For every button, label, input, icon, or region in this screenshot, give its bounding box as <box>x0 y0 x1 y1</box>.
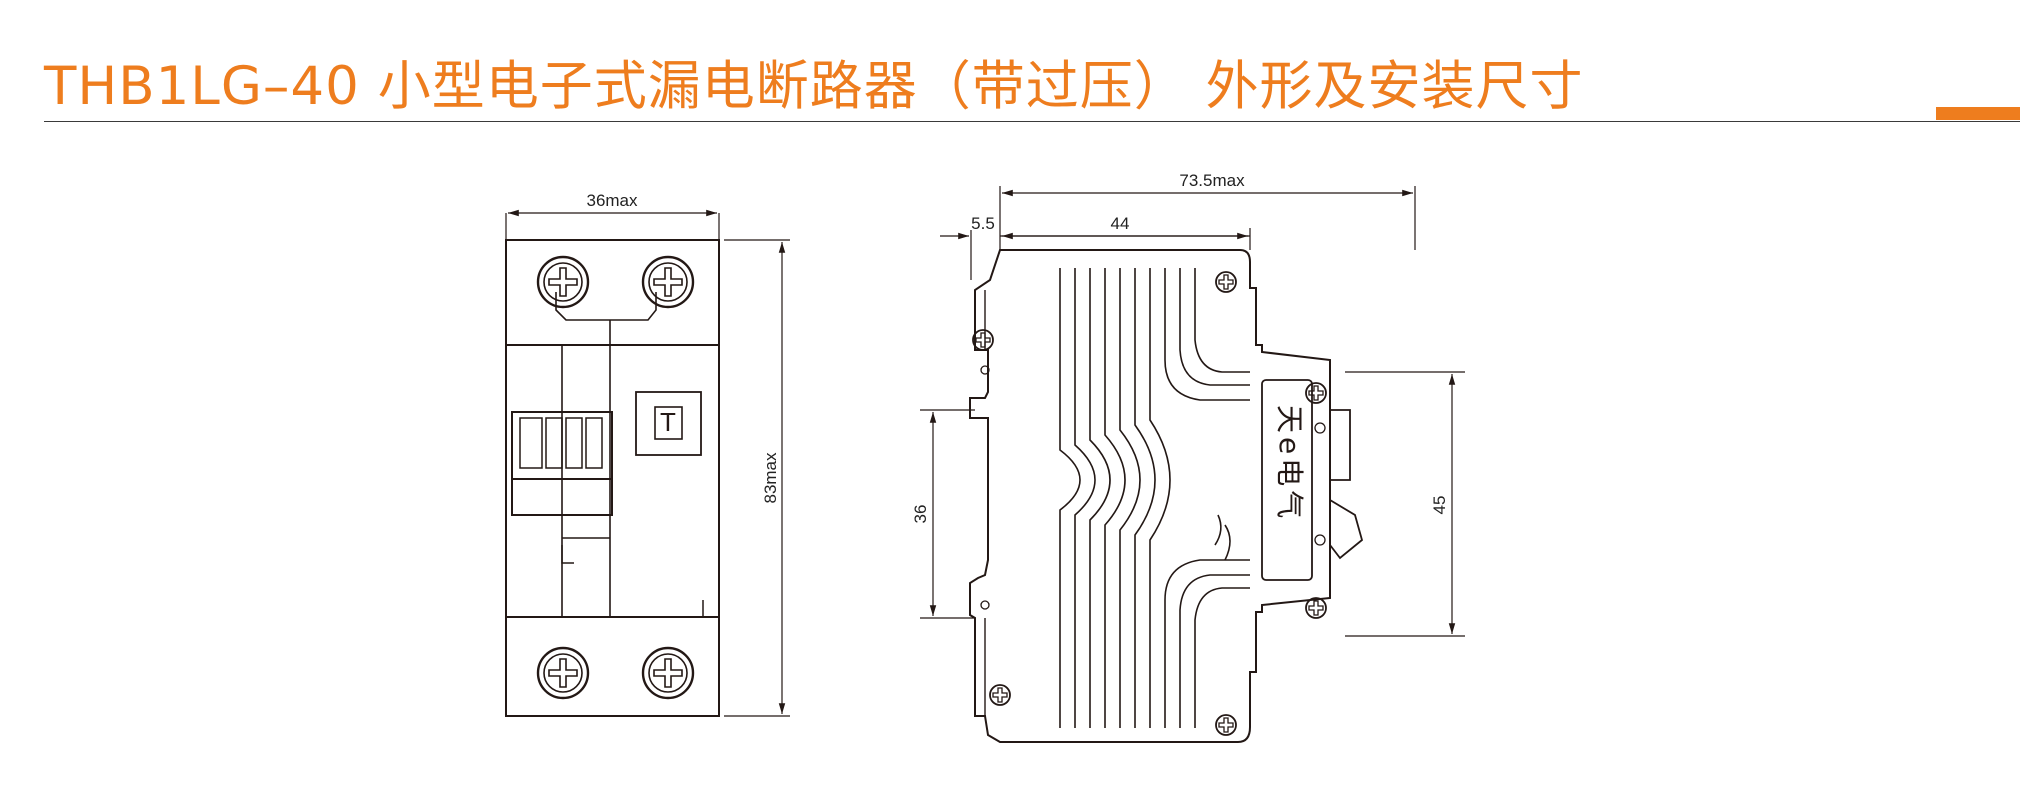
terminal-screw-icon <box>641 646 695 700</box>
page-title: THB1LG–40 小型电子式漏电断路器（带过压） 外形及安装尺寸 <box>44 56 1584 117</box>
overall-width-label: 73.5max <box>1179 171 1245 190</box>
test-button[interactable] <box>635 391 702 456</box>
front-view-outline <box>505 239 720 717</box>
front-width-label: 36max <box>586 191 638 210</box>
title-accent-bar <box>1936 107 2020 120</box>
brand-logo: 天e电气 <box>1273 405 1306 522</box>
mounting-screw-icon <box>989 684 1011 706</box>
title-underline <box>44 121 2020 122</box>
mounting-screw-icon <box>972 329 994 351</box>
side-dimensions <box>920 186 1465 637</box>
mounting-screw-icon <box>1305 597 1327 619</box>
mounting-screw-icon <box>1305 382 1327 404</box>
terminal-screw-icon <box>536 255 590 309</box>
terminal-screw-icon <box>536 646 590 700</box>
rail-height-label: 36 <box>911 505 930 524</box>
terminal-screw-icon <box>641 255 695 309</box>
side-view-outline <box>969 249 1331 743</box>
mounting-screw-icon <box>1215 714 1237 736</box>
test-button-label: T <box>660 407 676 437</box>
side-view <box>969 249 1364 743</box>
mounting-screw-icon <box>1215 271 1237 293</box>
face-height-label: 45 <box>1430 496 1449 515</box>
front-view <box>505 239 720 717</box>
offset-label: 5.5 <box>971 214 995 233</box>
body-width-label: 44 <box>1111 214 1130 233</box>
front-dimensions <box>505 209 790 717</box>
front-height-label: 83max <box>761 452 780 504</box>
